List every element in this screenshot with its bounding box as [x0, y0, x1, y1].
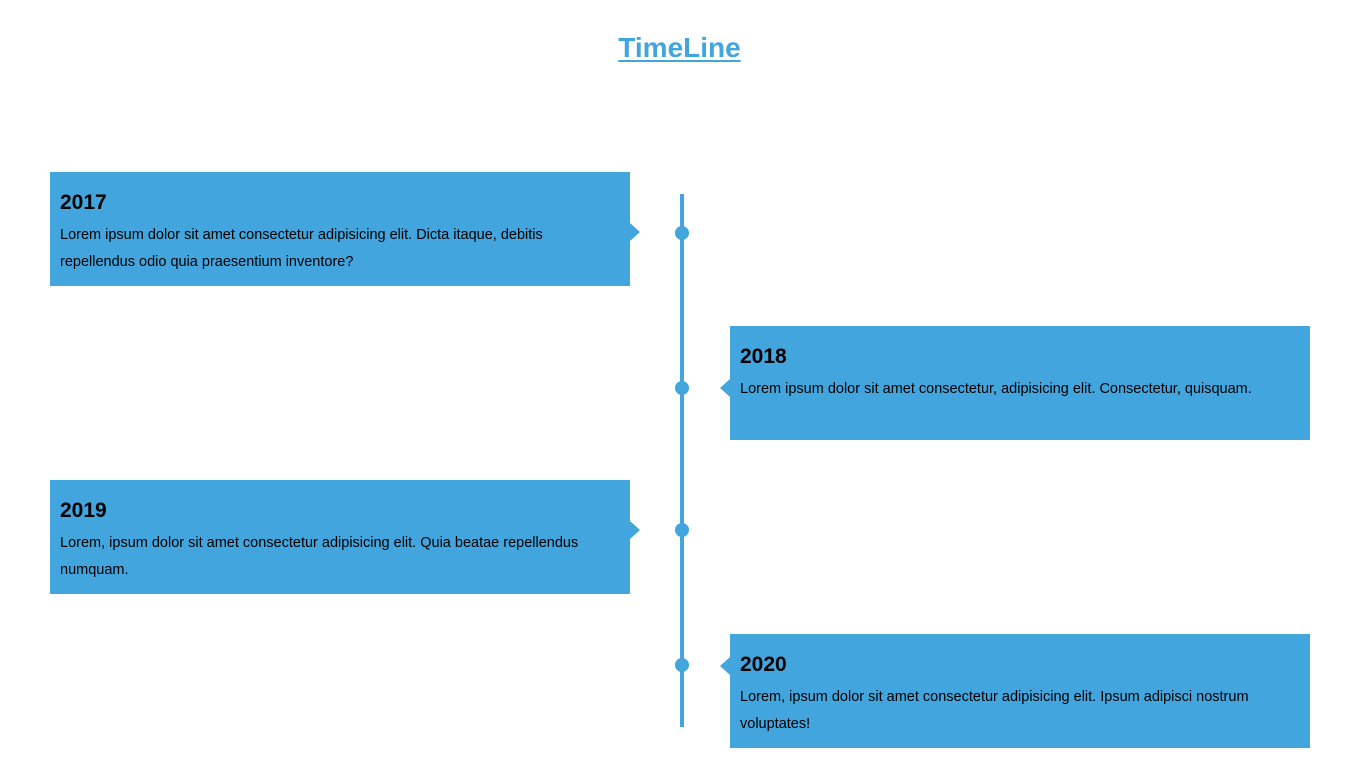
timeline-dot-2020 [675, 658, 689, 672]
card-pointer-2020 [720, 657, 730, 675]
timeline-year: 2019 [60, 499, 107, 522]
timeline-description: Lorem, ipsum dolor sit amet consectetur … [740, 689, 1249, 732]
timeline-year: 2020 [740, 653, 787, 676]
card-pointer-2018 [720, 379, 730, 397]
timeline-description: Lorem, ipsum dolor sit amet consectetur … [60, 535, 579, 578]
timeline-year: 2018 [740, 345, 787, 368]
timeline-card-2019: 2019 Lorem, ipsum dolor sit amet consect… [50, 480, 630, 594]
timeline-description: Lorem ipsum dolor sit amet consectetur a… [60, 227, 543, 270]
card-pointer-2019 [630, 521, 640, 539]
timeline-dot-2018 [675, 381, 689, 395]
timeline-card-2018: 2018 Lorem ipsum dolor sit amet consecte… [730, 326, 1310, 440]
timeline-card-2020: 2020 Lorem, ipsum dolor sit amet consect… [730, 634, 1310, 748]
timeline-axis [680, 194, 684, 727]
timeline-dot-2019 [675, 523, 689, 537]
timeline-year: 2017 [60, 191, 107, 214]
card-pointer-2017 [630, 223, 640, 241]
timeline-dot-2017 [675, 226, 689, 240]
timeline-description: Lorem ipsum dolor sit amet consectetur, … [740, 381, 1252, 397]
page-title[interactable]: TimeLine [618, 32, 741, 63]
timeline-card-2017: 2017 Lorem ipsum dolor sit amet consecte… [50, 172, 630, 286]
